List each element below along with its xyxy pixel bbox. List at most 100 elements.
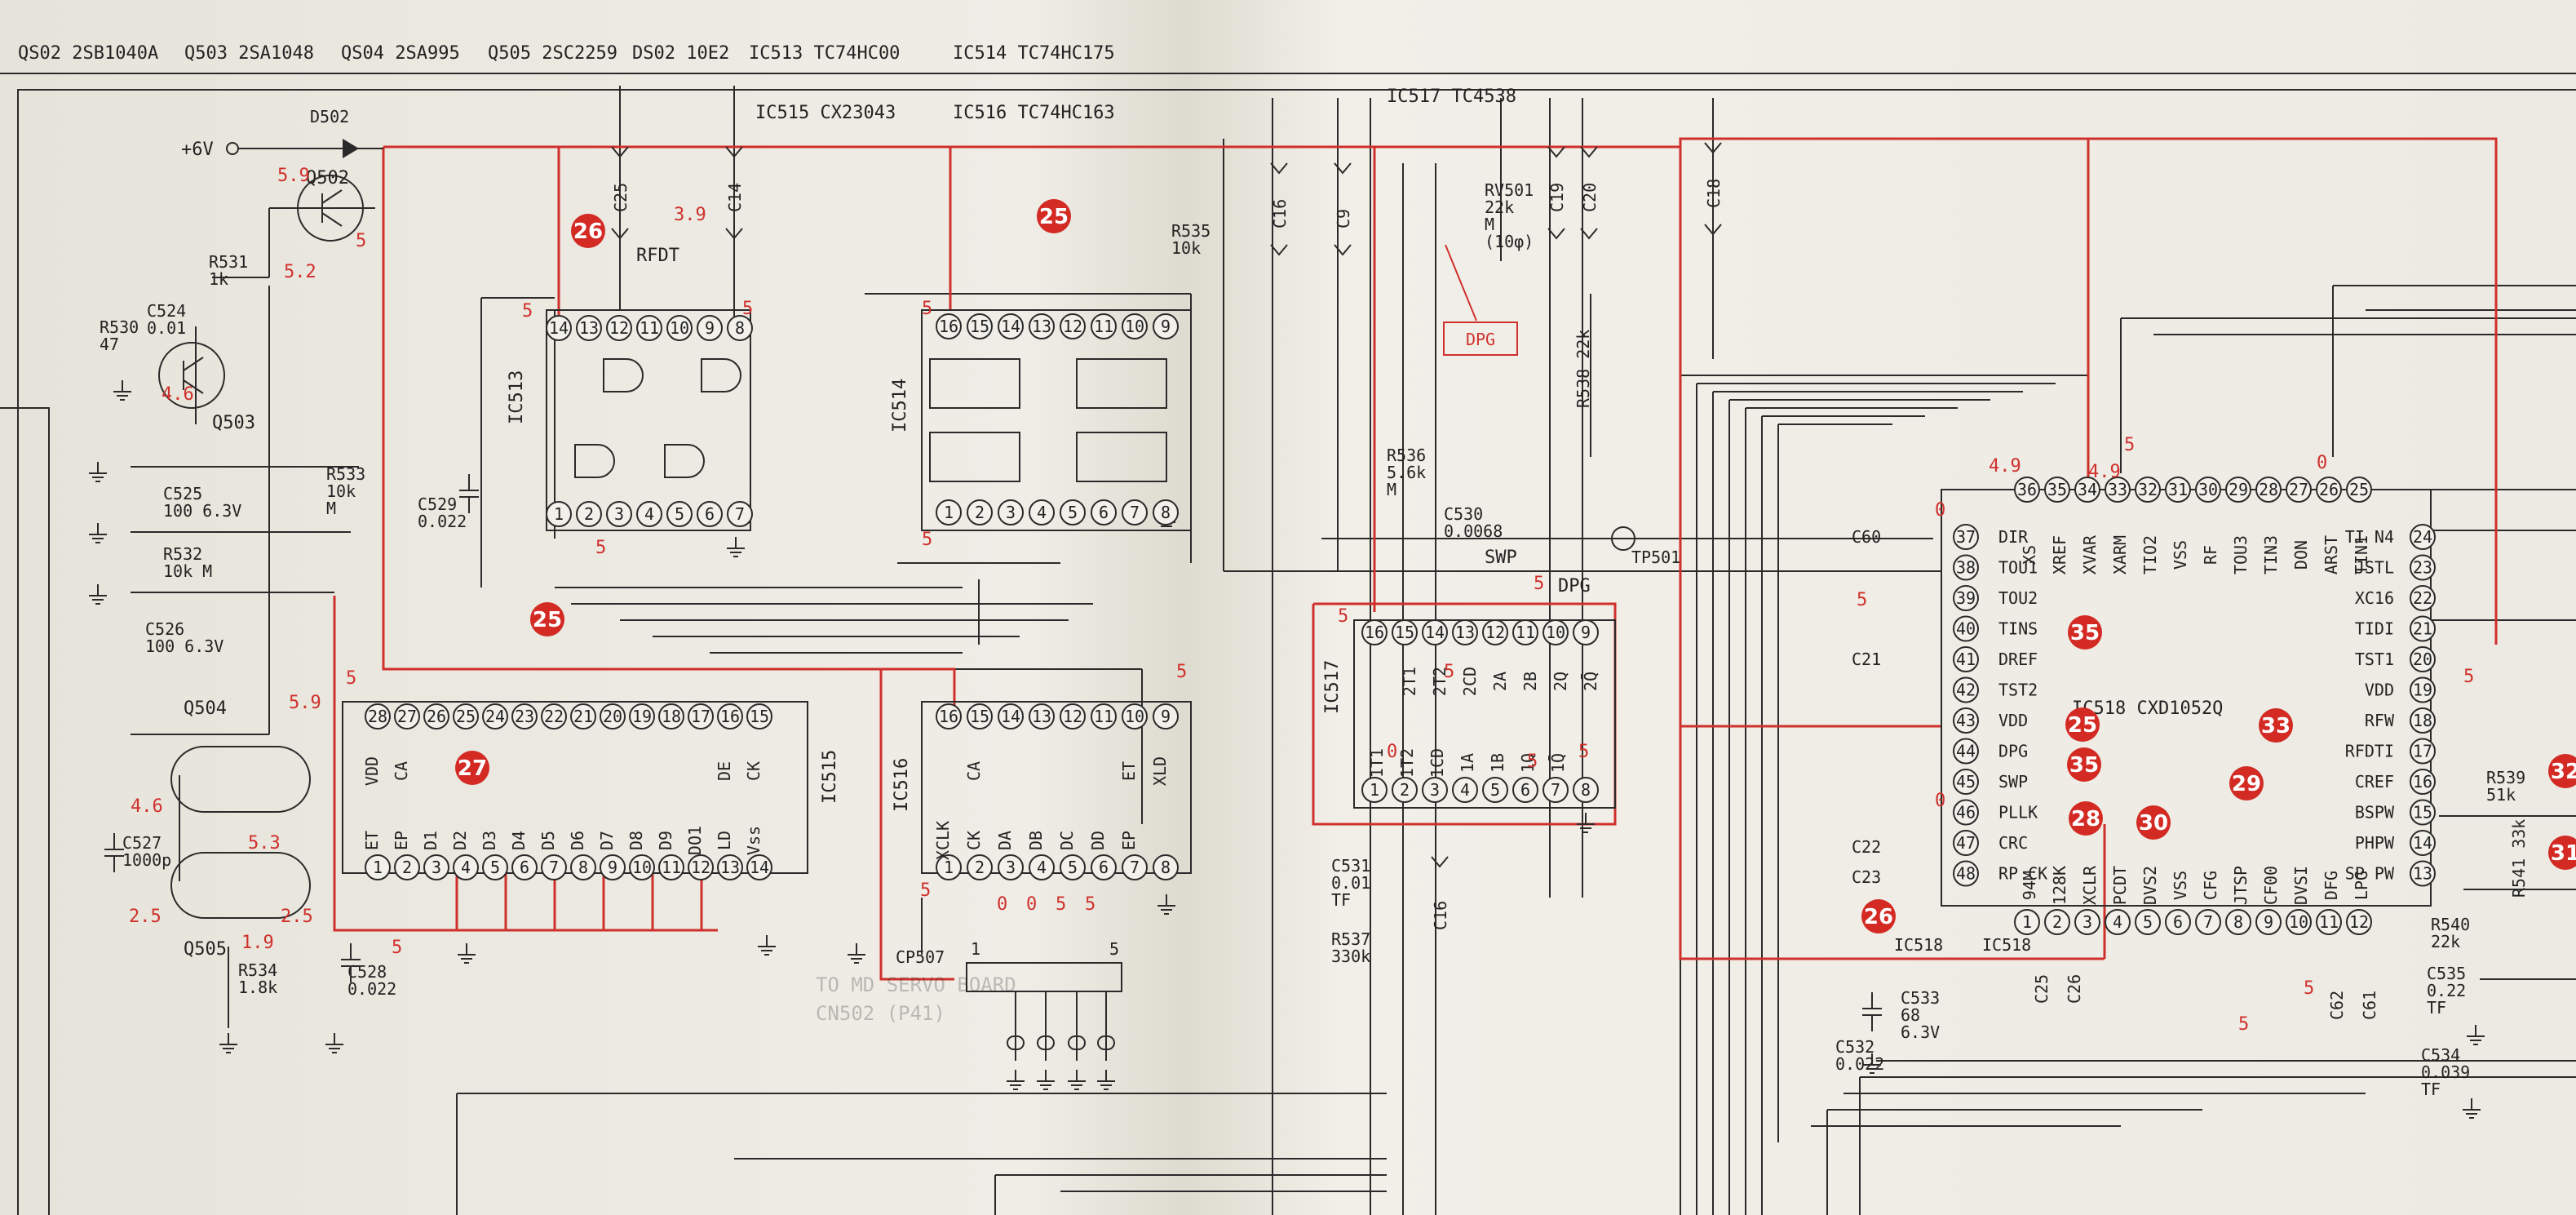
ic518-name: IC518 — [1982, 935, 2031, 955]
volt-q504: 5.9 — [289, 693, 321, 713]
svg-text:15: 15 — [2413, 803, 2432, 823]
svg-text:21: 21 — [573, 707, 593, 726]
svg-text:2: 2 — [975, 858, 985, 877]
callout-marker-3: 27 — [455, 751, 489, 785]
svg-text:14: 14 — [2413, 833, 2432, 853]
chevron-c18-bot — [1704, 224, 1722, 236]
svg-text:14: 14 — [750, 858, 769, 877]
capacitor-c529-symbol — [459, 474, 479, 513]
callout-marker-12: 31 — [2548, 836, 2576, 870]
volt-q505-r: 1.9 — [241, 933, 274, 953]
svg-text:43: 43 — [1956, 711, 1976, 730]
svg-text:16: 16 — [939, 317, 958, 336]
volt-ic513-3: 5 — [595, 538, 606, 558]
svg-text:13: 13 — [1455, 623, 1475, 642]
ic518-top-label-4: TIO2 — [2140, 535, 2160, 574]
svg-text:6: 6 — [705, 504, 715, 524]
svg-text:30: 30 — [2198, 480, 2218, 499]
ic516-bottom-pin-7: 7 — [1122, 854, 1148, 880]
svg-text:7: 7 — [549, 858, 559, 877]
ic515-bottom-label-3: D2 — [450, 831, 470, 850]
svg-text:28: 28 — [368, 707, 387, 726]
volt-q502-e: 5 — [356, 231, 366, 251]
ic518-left-label-2: TOU2 — [1998, 588, 2038, 608]
ic513-bottom-pin-6: 6 — [697, 501, 723, 527]
callout-marker-5: 25 — [2065, 707, 2100, 742]
svg-text:1: 1 — [1370, 780, 1379, 800]
chevron-c14-bot — [725, 228, 743, 240]
ic515-top-pin-20: 20 — [600, 703, 626, 729]
ic518-left-label-9: PLLK — [1998, 803, 2038, 823]
resistor-r538-label: R538 22k — [1573, 330, 1593, 408]
svg-text:8: 8 — [735, 318, 745, 338]
svg-text:10: 10 — [670, 318, 689, 338]
svg-text:7: 7 — [1551, 780, 1560, 800]
volt-q502-b: 5.2 — [284, 262, 316, 282]
svg-text:28: 28 — [2071, 807, 2100, 831]
connector-cp507-body — [966, 962, 1122, 992]
ic518-left-pin-46: 46 — [1953, 799, 1979, 826]
chevron-c25-bot — [611, 228, 629, 240]
ic513-nand-gate-1 — [701, 358, 741, 392]
ic518-bottom-label-6: CFG — [2201, 871, 2220, 900]
chevron-c18-top — [1704, 142, 1722, 154]
ic518-bottom-pin-11: 11 — [2316, 909, 2342, 935]
ic514-flipflop-0 — [929, 358, 1020, 409]
ic513-top-pin-13: 13 — [576, 315, 602, 341]
ic518-left-pin-41: 41 — [1953, 646, 1979, 672]
resistor-r541-label: R541 33k — [2509, 819, 2529, 898]
svg-text:4: 4 — [461, 858, 471, 877]
ic515-bottom-pin-1: 1 — [365, 854, 391, 880]
volt-ic518-37: 0 — [1935, 500, 1945, 521]
ic513-top-pin-12: 12 — [606, 315, 632, 341]
ic518-bottom-label-0: 94M — [2020, 871, 2039, 900]
ic518-bottom-label-3: PCDT — [2110, 866, 2130, 905]
ic518-top-label-0: XS — [2020, 545, 2039, 565]
ic517-bottom-pin-3: 3 — [1422, 777, 1448, 803]
ic518-right-pin-23: 23 — [2410, 554, 2436, 581]
ic517-top-pin-15: 15 — [1392, 619, 1418, 645]
ic518-bottom-pin-4: 4 — [2105, 909, 2131, 935]
svg-text:31: 31 — [2168, 480, 2188, 499]
ic513-bottom-pin-1: 1 — [546, 501, 572, 527]
connector-ferrite-3 — [1097, 1035, 1115, 1050]
svg-text:14: 14 — [1001, 317, 1020, 336]
header-part-3: Q505 2SC2259 — [488, 43, 617, 64]
ic518-right-pin-14: 14 — [2410, 830, 2436, 856]
ic518-top-pin-30: 30 — [2195, 477, 2221, 503]
ic515-bottom-label-2: D1 — [421, 831, 440, 850]
net-dpg-box — [1443, 321, 1518, 356]
ic518-left-pin-48: 48 — [1953, 860, 1979, 887]
capacitor-c22-label: C22 — [1852, 837, 1881, 857]
svg-text:3: 3 — [2082, 912, 2092, 932]
ic515-title: IC515 CX23043 — [755, 103, 896, 123]
svg-text:3: 3 — [1006, 858, 1016, 877]
svg-text:2: 2 — [584, 504, 594, 524]
svg-text:7: 7 — [1130, 858, 1140, 877]
volt-ic518-19: 5 — [2463, 667, 2474, 687]
ic513-bottom-pin-2: 2 — [576, 501, 602, 527]
ic515-bottom-pin-12: 12 — [688, 854, 714, 880]
volt-q505-b2: 2.5 — [281, 907, 313, 927]
callout-marker-1: 25 — [530, 602, 564, 636]
ic515-bottom-label-11: DO1 — [685, 826, 705, 855]
ic518-top-label-8: TIN3 — [2261, 535, 2281, 574]
ic518-right-label-1: JSTL — [2355, 558, 2394, 578]
ic518-top-label-6: RF — [2201, 545, 2220, 565]
svg-text:26: 26 — [573, 219, 603, 244]
svg-text:16: 16 — [1365, 623, 1384, 642]
ic518-top-pin-32: 32 — [2135, 477, 2161, 503]
svg-text:39: 39 — [1956, 588, 1976, 608]
net-dpg-pointer — [1445, 244, 1477, 321]
svg-text:1: 1 — [554, 504, 564, 524]
ic515-bottom-pin-2: 2 — [394, 854, 420, 880]
ic517-top-pin-12: 12 — [1482, 619, 1508, 645]
ic518-bottom-label-9: DVSI — [2291, 866, 2311, 905]
ic518-bottom-label-7: JTSP — [2231, 866, 2251, 905]
ic517-label-9: 2CD — [1460, 667, 1480, 696]
ic518-bottom-pin-8: 8 — [2225, 909, 2251, 935]
chevron-c20-bot — [1580, 228, 1598, 240]
